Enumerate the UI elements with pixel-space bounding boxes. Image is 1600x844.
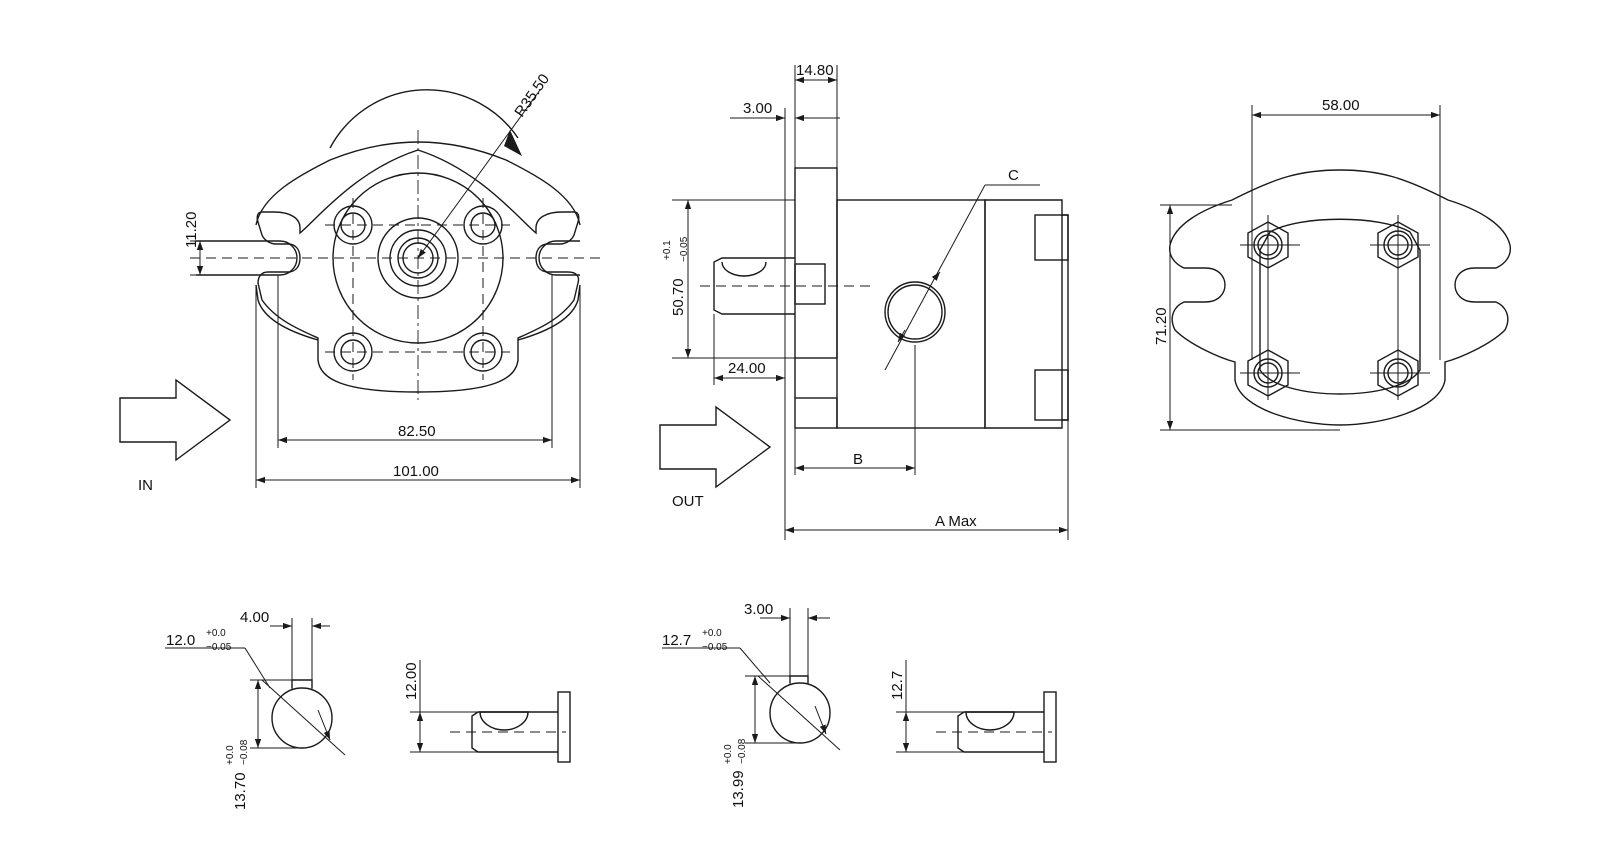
shaft-detail-2 <box>662 608 1057 763</box>
shaft2-side-dim: 12.7 <box>889 671 906 700</box>
front-view <box>119 89 600 488</box>
dim-bolt-spacing-label: 82.50 <box>398 423 436 440</box>
dim-radius-label: R35.50 <box>511 71 553 120</box>
dim-flange-thickness-label: 14.80 <box>796 62 834 79</box>
b-label: B <box>853 451 863 468</box>
rear-height-label: 71.20 <box>1153 307 1170 345</box>
shaft1-dia: 12.0 <box>166 632 195 649</box>
shaft1-key-tol-lower: −0.08 <box>239 739 250 765</box>
inlet-arrow-icon <box>119 378 232 462</box>
side-view <box>659 65 1069 540</box>
shaft1-dia-tol-lower: −0.05 <box>206 642 232 653</box>
shaft1-key-tol-upper: +0.0 <box>225 745 236 765</box>
side-shaft <box>713 257 795 315</box>
left-slot <box>196 240 298 276</box>
shaft1-key-height: 13.70 <box>232 772 249 810</box>
right-slot <box>538 240 580 276</box>
rear-hex-nuts <box>1247 221 1419 397</box>
shaft1-side-dim: 12.00 <box>403 662 420 700</box>
port-label: C <box>1008 167 1019 184</box>
rear-width-label: 58.00 <box>1322 97 1360 114</box>
dim-offset-label: 11.20 <box>183 212 200 248</box>
shaft1-dia-tol-upper: +0.0 <box>206 628 226 639</box>
shaft2-key-height: 13.99 <box>730 770 747 808</box>
shaft2-dia-tol-lower: −0.05 <box>702 642 728 653</box>
tol-pilot-upper: +0.1 <box>662 240 673 260</box>
dim-pilot-label: 3.00 <box>743 100 772 117</box>
dim-overall-width-label: 101.00 <box>393 463 439 480</box>
dim-pilot-dia-label: 50.70 <box>670 278 687 316</box>
shaft2-dia-tol-upper: +0.0 <box>702 628 722 639</box>
shaft-detail-1 <box>165 618 571 763</box>
inlet-label: IN <box>138 477 153 494</box>
shaft2-key-tol-lower: −0.08 <box>737 738 748 764</box>
outlet-arrow-icon <box>659 405 772 489</box>
a-max-label: A Max <box>935 513 977 530</box>
tol-pilot-lower: −0.05 <box>679 236 690 262</box>
shaft1-key-width: 4.00 <box>240 609 269 626</box>
rear-flange-outline <box>1168 169 1512 426</box>
dim-shaft-length-label: 24.00 <box>728 360 766 377</box>
outlet-label: OUT <box>672 493 704 510</box>
shaft2-key-width: 3.00 <box>744 601 773 618</box>
rotation-arrow <box>329 89 519 149</box>
shaft2-dia: 12.7 <box>662 632 691 649</box>
port-circle <box>884 281 946 343</box>
shaft2-key-tol-upper: +0.0 <box>723 744 734 764</box>
rear-view <box>1160 105 1512 431</box>
